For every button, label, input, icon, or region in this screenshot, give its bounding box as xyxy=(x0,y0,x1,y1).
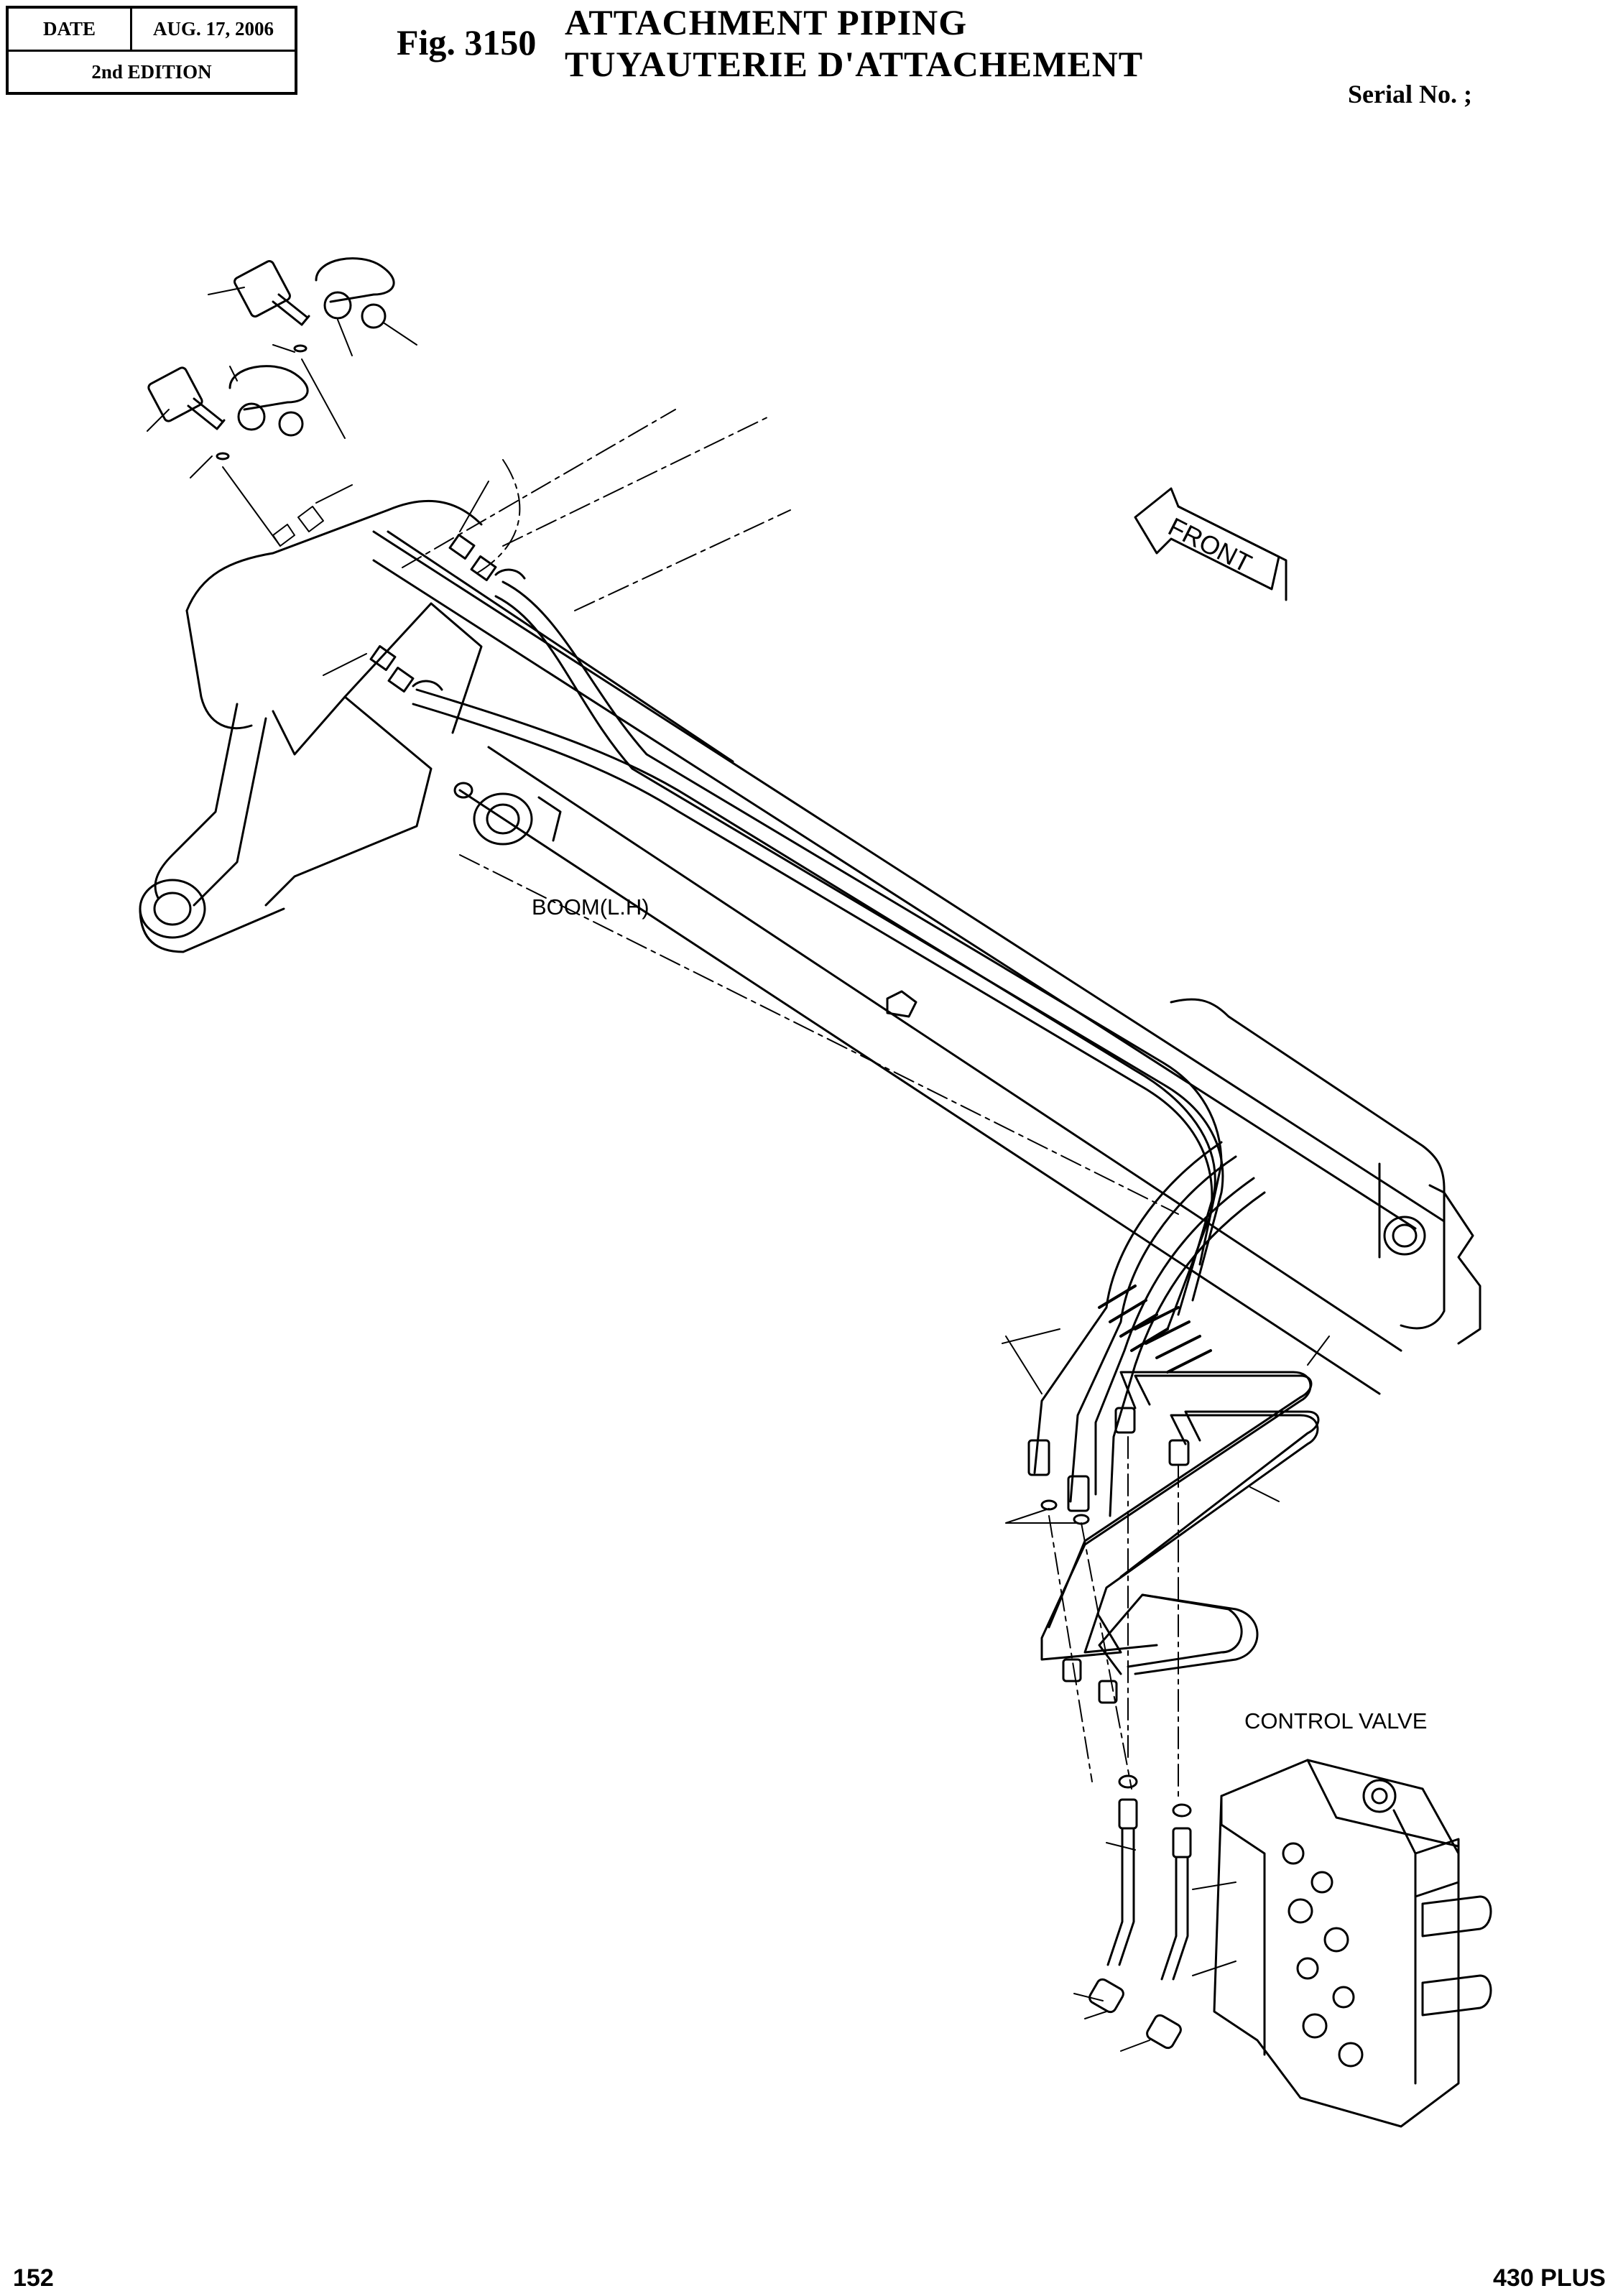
control-valve-label: CONTROL VALVE xyxy=(1244,1708,1428,1733)
figure-number: Fig. 3150 xyxy=(397,22,537,63)
boom-label: BOOM(L.H) xyxy=(532,894,649,920)
steel-pipe-loops xyxy=(1040,1336,1330,1704)
edition-label: 2nd EDITION xyxy=(91,60,212,83)
title-english: ATTACHMENT PIPING xyxy=(565,2,968,42)
boom-foot-fittings xyxy=(323,481,526,693)
boom-body xyxy=(139,499,1481,1395)
serial-number-label: Serial No. ; xyxy=(1348,80,1472,108)
date-edition-box: DATE AUG. 17, 2006 2nd EDITION xyxy=(6,6,297,95)
hose-pair xyxy=(1002,1141,1266,1525)
date-label: DATE xyxy=(9,9,132,52)
quick-coupler-upper xyxy=(234,257,395,353)
control-valve-block xyxy=(1192,1759,1492,2128)
model-name: 430 PLUS xyxy=(1493,2264,1606,2292)
front-arrow xyxy=(1134,487,1288,601)
lower-pipes xyxy=(1073,1774,1192,2052)
boom-pipes xyxy=(387,530,1224,1330)
title-french: TUYAUTERIE D'ATTACHEMENT xyxy=(565,44,1144,84)
date-value: AUG. 17, 2006 xyxy=(132,9,295,52)
quick-coupler-lower xyxy=(147,365,309,460)
page-number: 152 xyxy=(13,2264,54,2292)
